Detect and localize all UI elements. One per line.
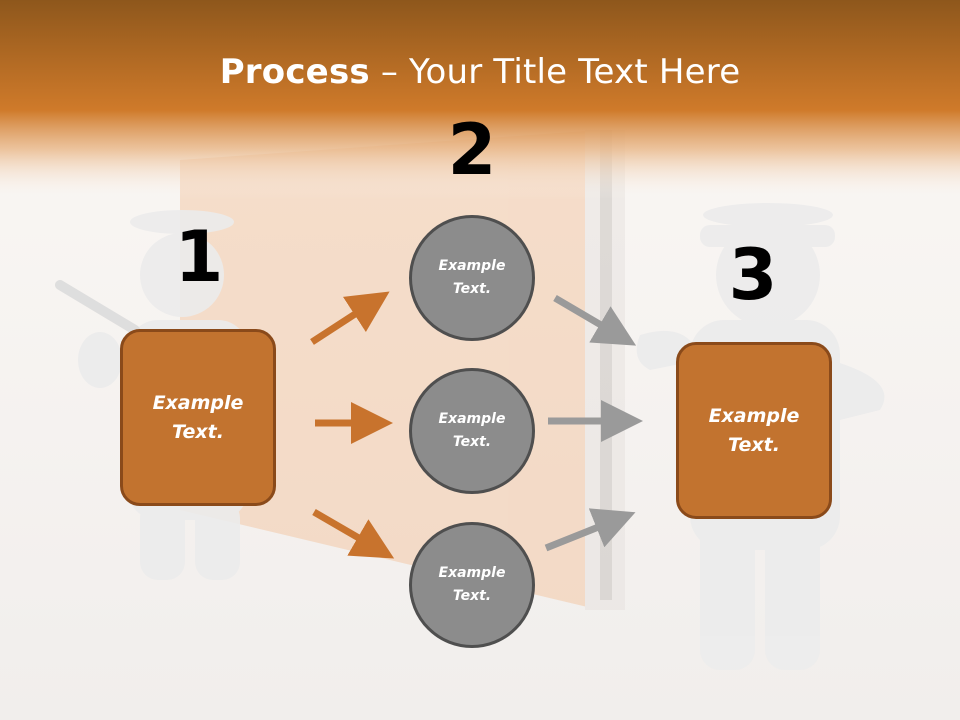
slide-title: Process – Your Title Text Here	[0, 52, 960, 92]
circle-1-text: Example Text.	[438, 258, 506, 297]
circle-1: Example Text.	[409, 215, 535, 341]
arrow-to-circle-1	[310, 291, 390, 345]
step-number-2: 2	[447, 109, 497, 191]
circle-3-text: Example Text.	[438, 565, 506, 604]
step-3-text: Example Text.	[708, 404, 800, 456]
circle-2: Example Text.	[409, 368, 535, 494]
step-number-1: 1	[174, 216, 224, 298]
step-1-text: Example Text.	[152, 391, 244, 443]
circle-2-text: Example Text.	[438, 411, 506, 450]
step-1-box: Example Text.	[120, 329, 276, 506]
step-number-3: 3	[728, 234, 778, 316]
arrow-from-circle-1	[553, 294, 637, 346]
title-bold: Process	[219, 52, 370, 92]
title-rest: – Your Title Text Here	[369, 52, 741, 92]
arrow-to-circle-3	[312, 508, 395, 559]
step-3-box: Example Text.	[676, 342, 832, 519]
arrow-from-circle-3	[544, 508, 636, 552]
circle-3: Example Text.	[409, 522, 535, 648]
